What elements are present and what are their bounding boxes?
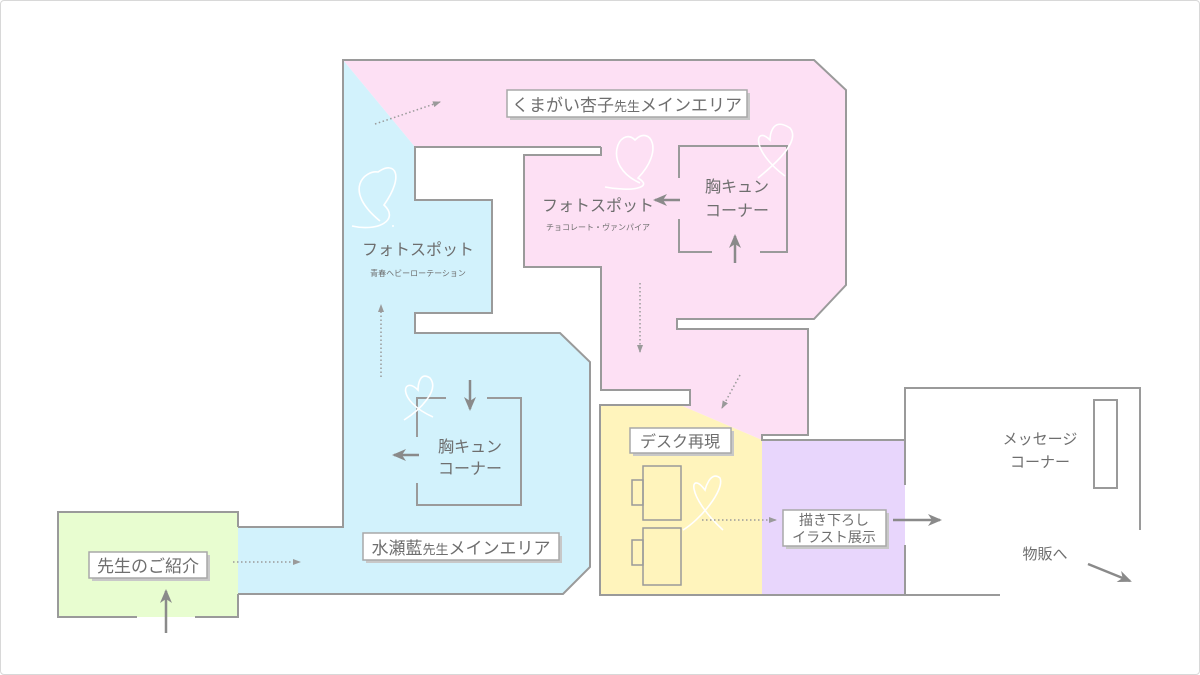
illust-label-line1: 描き下ろし [799,513,869,529]
route-arrow [374,101,441,125]
kyun-pink-line1: 胸キュン [705,177,769,196]
wall [238,146,601,595]
kyun-blue-line2: コーナー [438,459,502,478]
message-corner-line2: コーナー [1010,453,1070,471]
desk-icon [631,527,682,586]
heart-icon [682,475,724,531]
minase-area-label-box [362,532,560,561]
wall [523,147,1000,596]
wall [195,594,239,618]
arrow-diagonal-icon [1087,562,1132,583]
message-board [1093,399,1118,489]
wall [57,511,239,618]
wall [904,387,1141,530]
desk-label: デスク再現 [640,432,720,451]
kumagai-area-label: くまがい杏子先生メインエリア [512,96,742,116]
heart-icon [403,375,434,421]
kumagai-area [343,60,846,440]
wall [238,59,906,528]
kumagai-area-label-box [506,89,748,118]
kyun-corner-wall [678,219,712,253]
illust-label-box [782,509,887,547]
kyun-corner-wall [678,145,788,253]
intro-label: 先生のご紹介 [97,557,199,577]
heart-icon [351,167,397,229]
desk-label-box [629,427,732,454]
intro-label-box [88,551,208,579]
minase-area-label: 水瀬藍先生メインエリア [371,539,550,559]
illust-label-line2: イラスト展示 [792,530,876,546]
kyun-blue-line1: 胸キュン [438,437,502,456]
photo-spot-blue-subtitle: 青春ヘビーローテーション [370,268,466,278]
photo-spot-blue-title: フォトスポット [362,240,474,259]
kyun-corner-wall [416,397,522,506]
kyun-pink-line2: コーナー [705,201,769,220]
kyun-corner-wall [416,397,446,437]
goods-label: 物販へ [1022,545,1067,563]
photo-spot-pink-title: フォトスポット [542,196,654,215]
heart-icon [757,123,794,179]
photo-spot-pink-subtitle: チョコレート・ヴァンパイア [546,222,650,232]
heart-icon [604,134,654,190]
message-corner-line1: メッセージ [1003,430,1078,448]
desk-icon [631,465,682,521]
